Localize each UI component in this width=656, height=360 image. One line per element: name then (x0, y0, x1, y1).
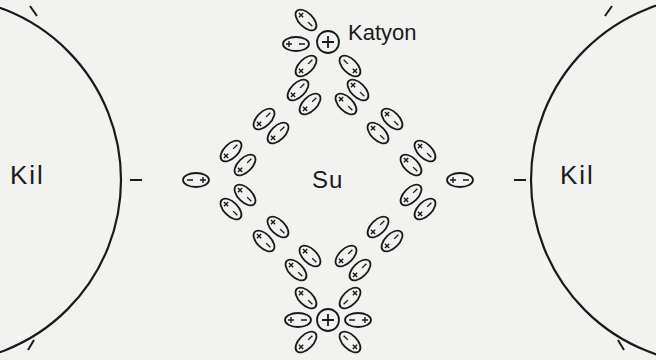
cation-label: Katyon (348, 20, 417, 46)
water-label: Su (312, 166, 343, 194)
clay-particle: Kil (0, 0, 122, 360)
clay-particle: Kil (530, 0, 656, 360)
clay-label: Kil (10, 160, 45, 191)
surface-charge (28, 6, 624, 350)
clay-label: Kil (560, 160, 595, 191)
